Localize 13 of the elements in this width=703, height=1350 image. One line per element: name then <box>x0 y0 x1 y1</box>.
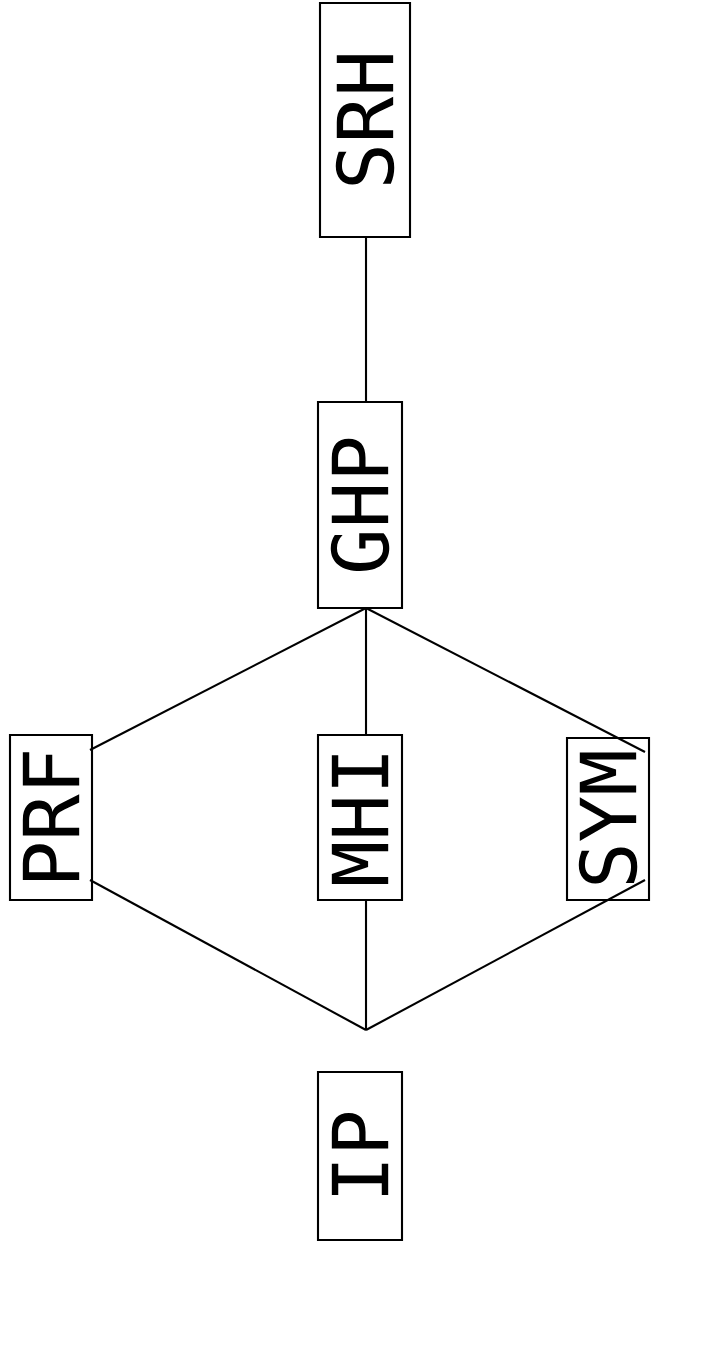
connector-line <box>364 900 368 1030</box>
connector-line <box>89 879 367 1031</box>
label-box: MHI <box>316 733 404 902</box>
label-box: GHP <box>316 400 404 610</box>
label-box: PRF <box>8 733 94 902</box>
label-box: IP <box>316 1070 404 1242</box>
connector-line <box>365 607 646 753</box>
connector-line <box>365 879 646 1031</box>
connector-line <box>364 237 368 402</box>
label-box: SYM <box>565 736 651 902</box>
label-box: SRH <box>318 1 412 239</box>
connector-line <box>364 608 368 735</box>
connector-line <box>89 607 367 751</box>
